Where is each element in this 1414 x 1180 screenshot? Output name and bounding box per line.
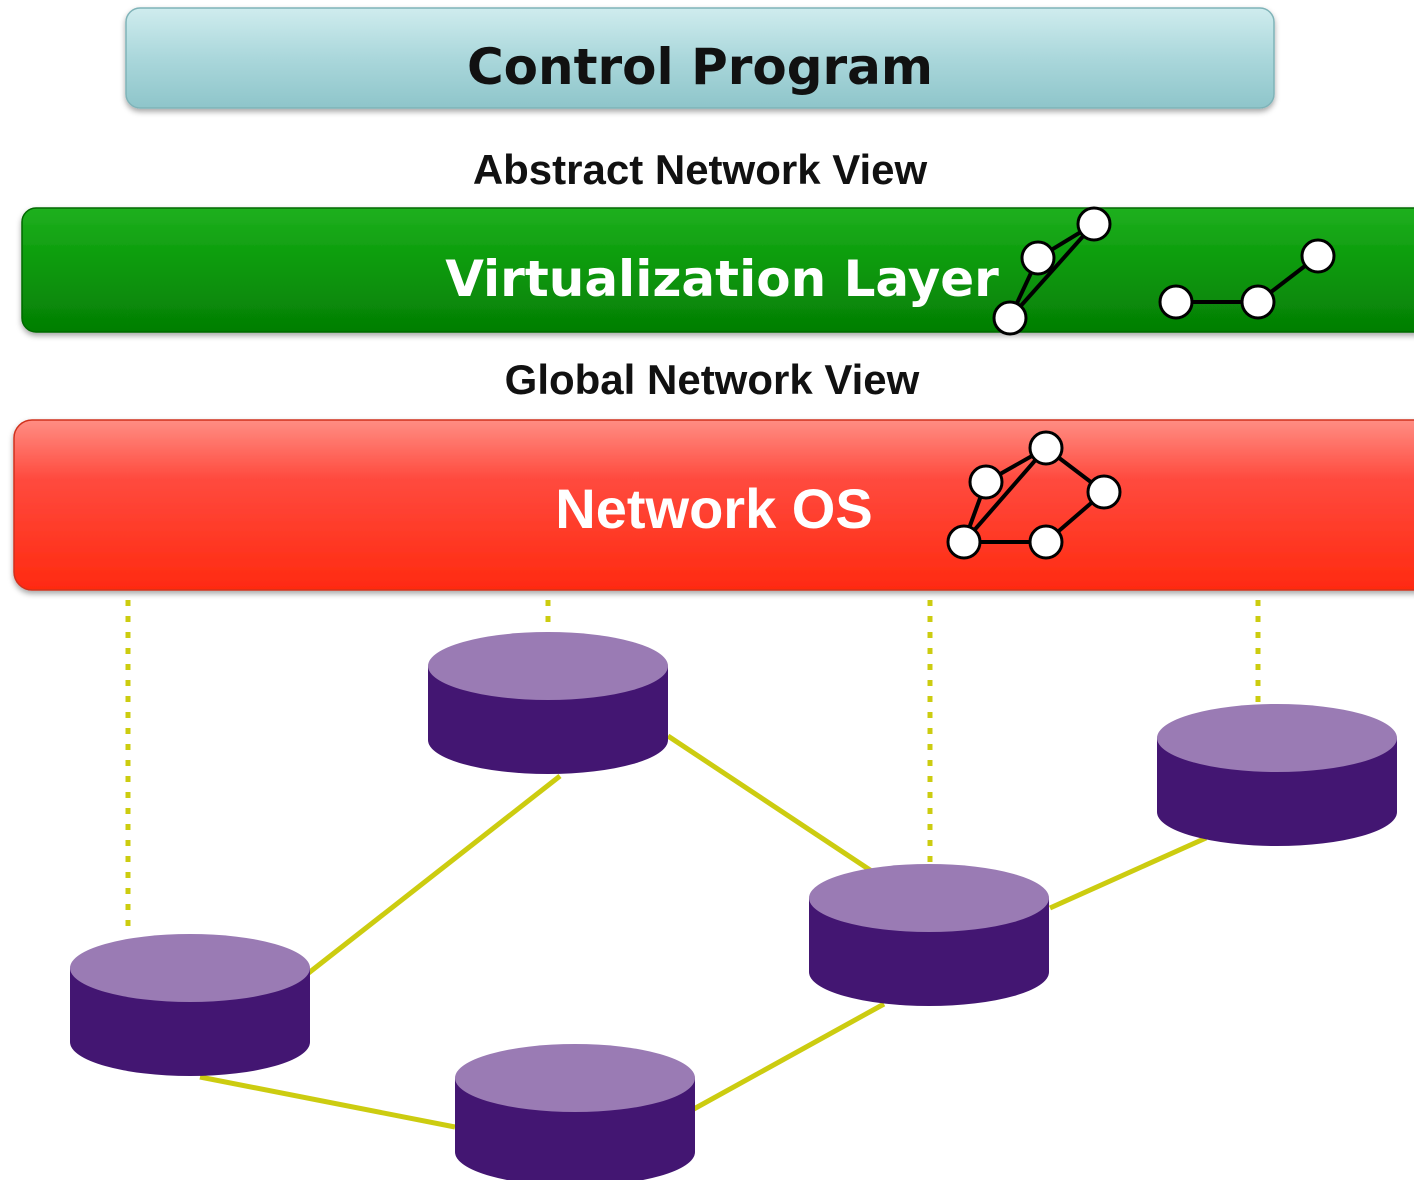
control-program-layer: Control Program: [125, 7, 1275, 109]
control-program-label: Control Program: [467, 38, 933, 96]
network-os-label: Network OS: [555, 477, 872, 540]
physical-links: [199, 733, 1208, 1130]
mini-graph-icon: [946, 430, 1122, 560]
network-os-layer: Network OS: [13, 419, 1414, 591]
switch-icon: [809, 864, 1049, 1006]
global-view-label: Global Network View: [505, 356, 920, 403]
virtualization-layer: Virtualization Layer: [21, 206, 1414, 336]
switch-icon: [455, 1044, 695, 1180]
virtualization-layer-label: Virtualization Layer: [445, 250, 999, 308]
mini-graph-icon: [1158, 238, 1336, 320]
switch-icon: [70, 934, 310, 1076]
control-channel-lines: [125, 600, 1261, 930]
switch-icon: [428, 632, 668, 774]
switch-icon: [1157, 704, 1397, 846]
mini-graph-icon: [992, 206, 1112, 336]
abstract-view-label: Abstract Network View: [473, 146, 928, 193]
